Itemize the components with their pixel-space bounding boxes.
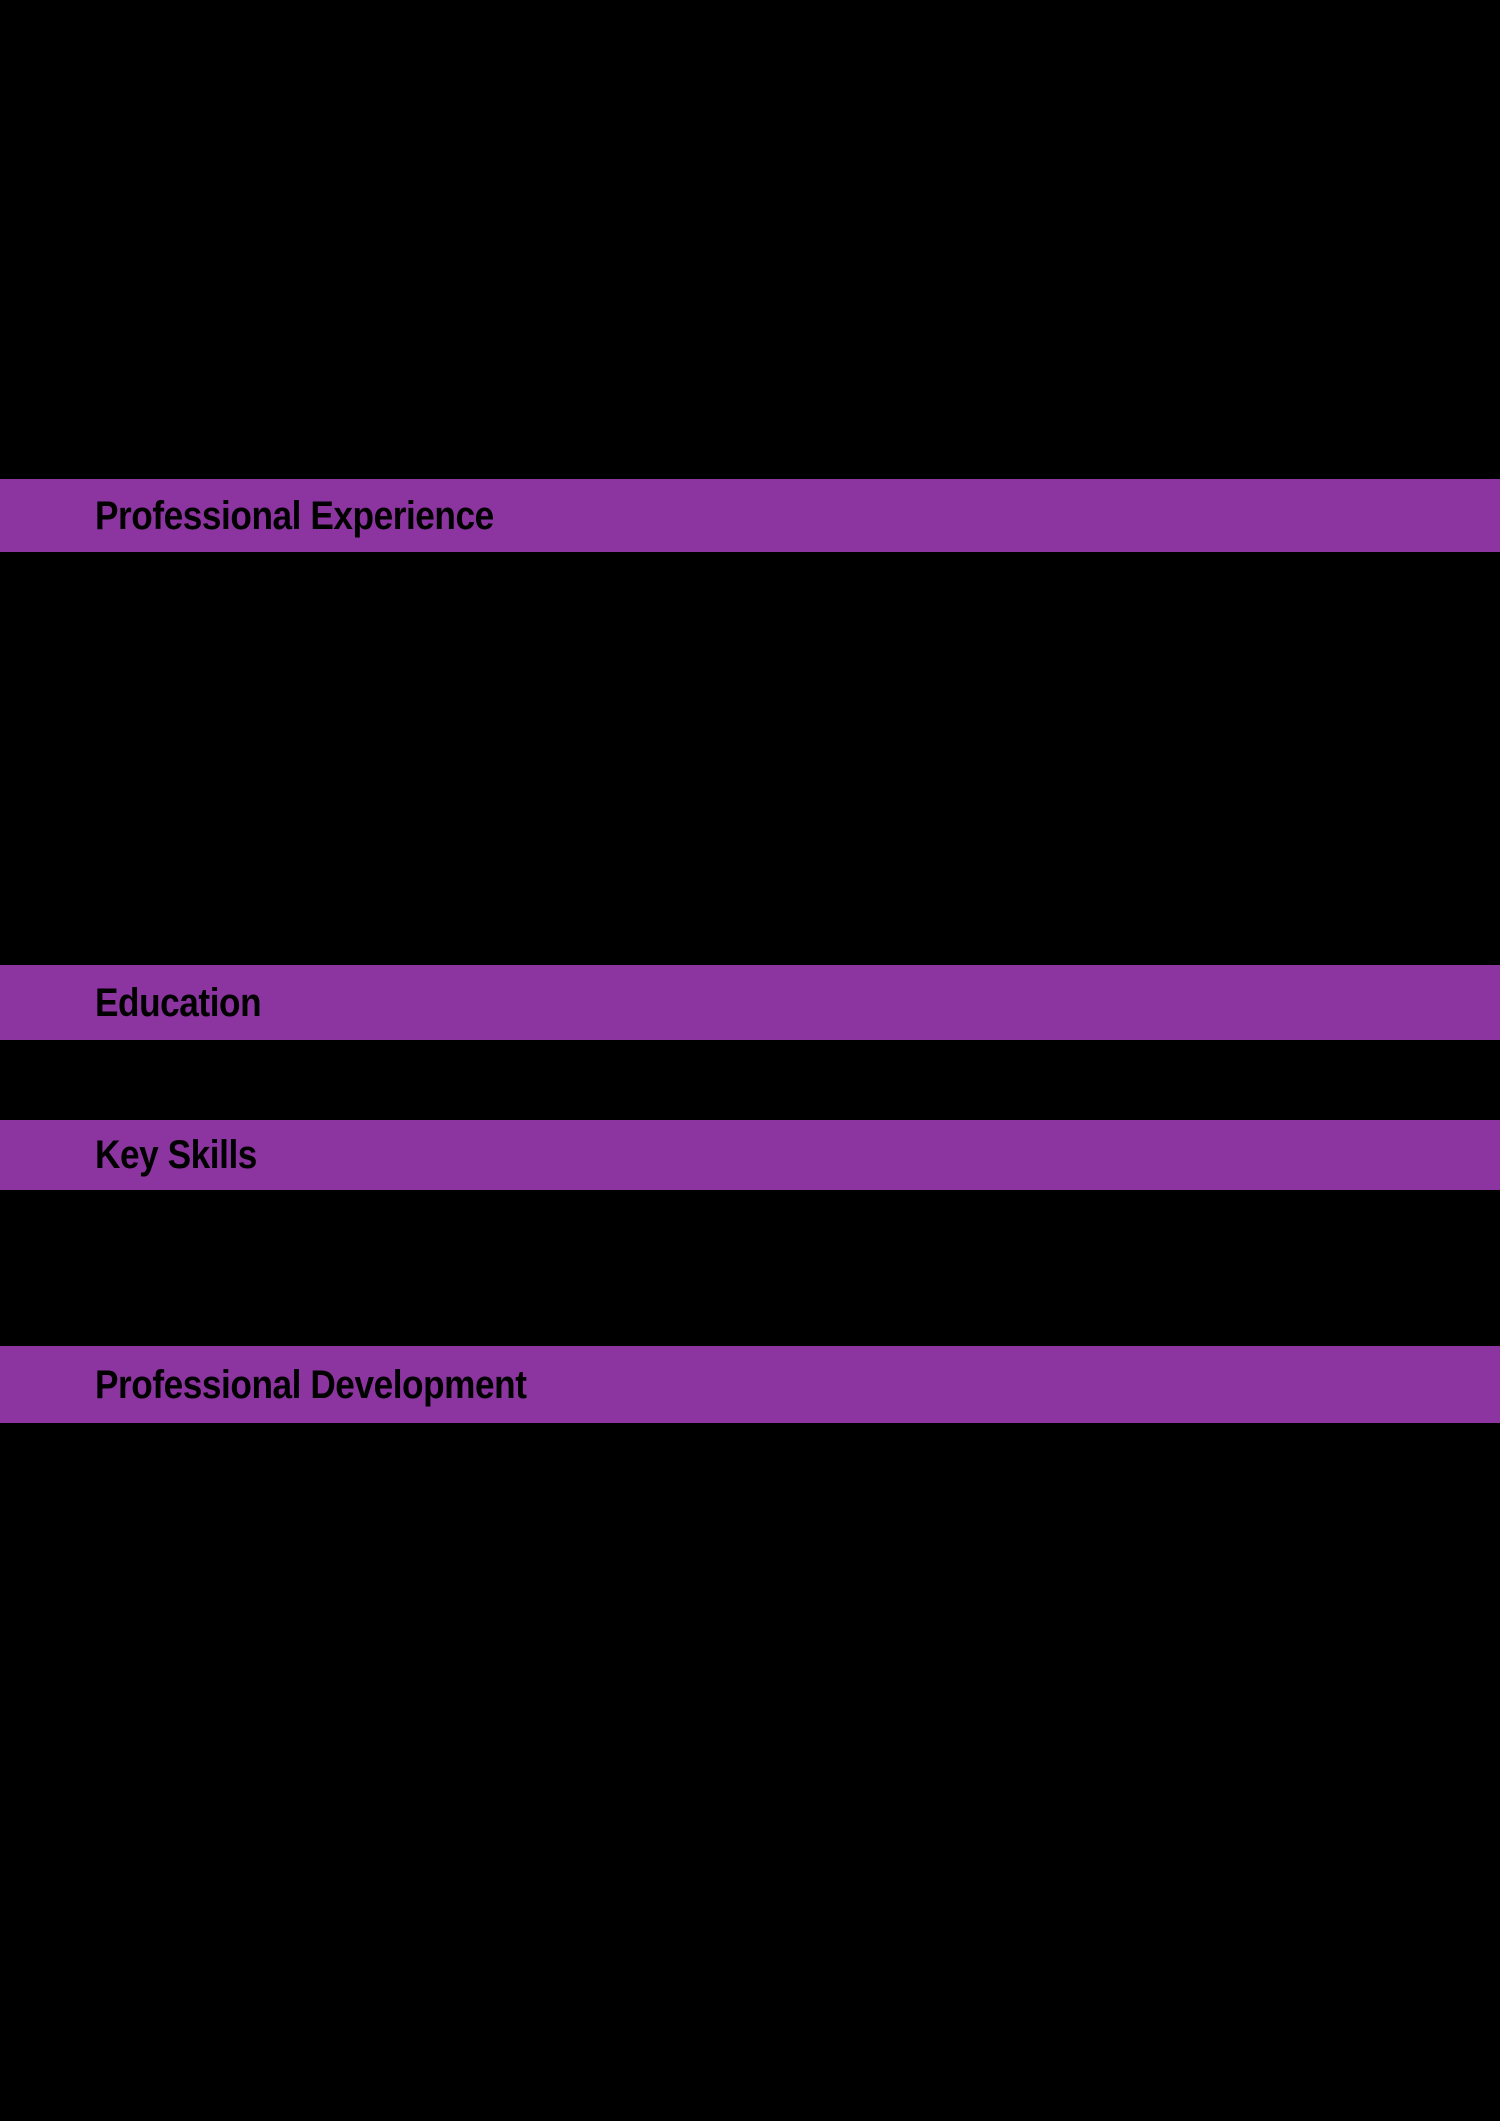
section-header-key-skills: Key Skills xyxy=(0,1120,1500,1190)
section-title: Professional Experience xyxy=(95,493,494,538)
section-header-professional-development: Professional Development xyxy=(0,1346,1500,1423)
section-header-professional-experience: Professional Experience xyxy=(0,479,1500,552)
section-header-education: Education xyxy=(0,965,1500,1040)
section-title: Professional Development xyxy=(95,1362,527,1407)
section-title: Education xyxy=(95,980,262,1025)
section-title: Key Skills xyxy=(95,1133,257,1177)
